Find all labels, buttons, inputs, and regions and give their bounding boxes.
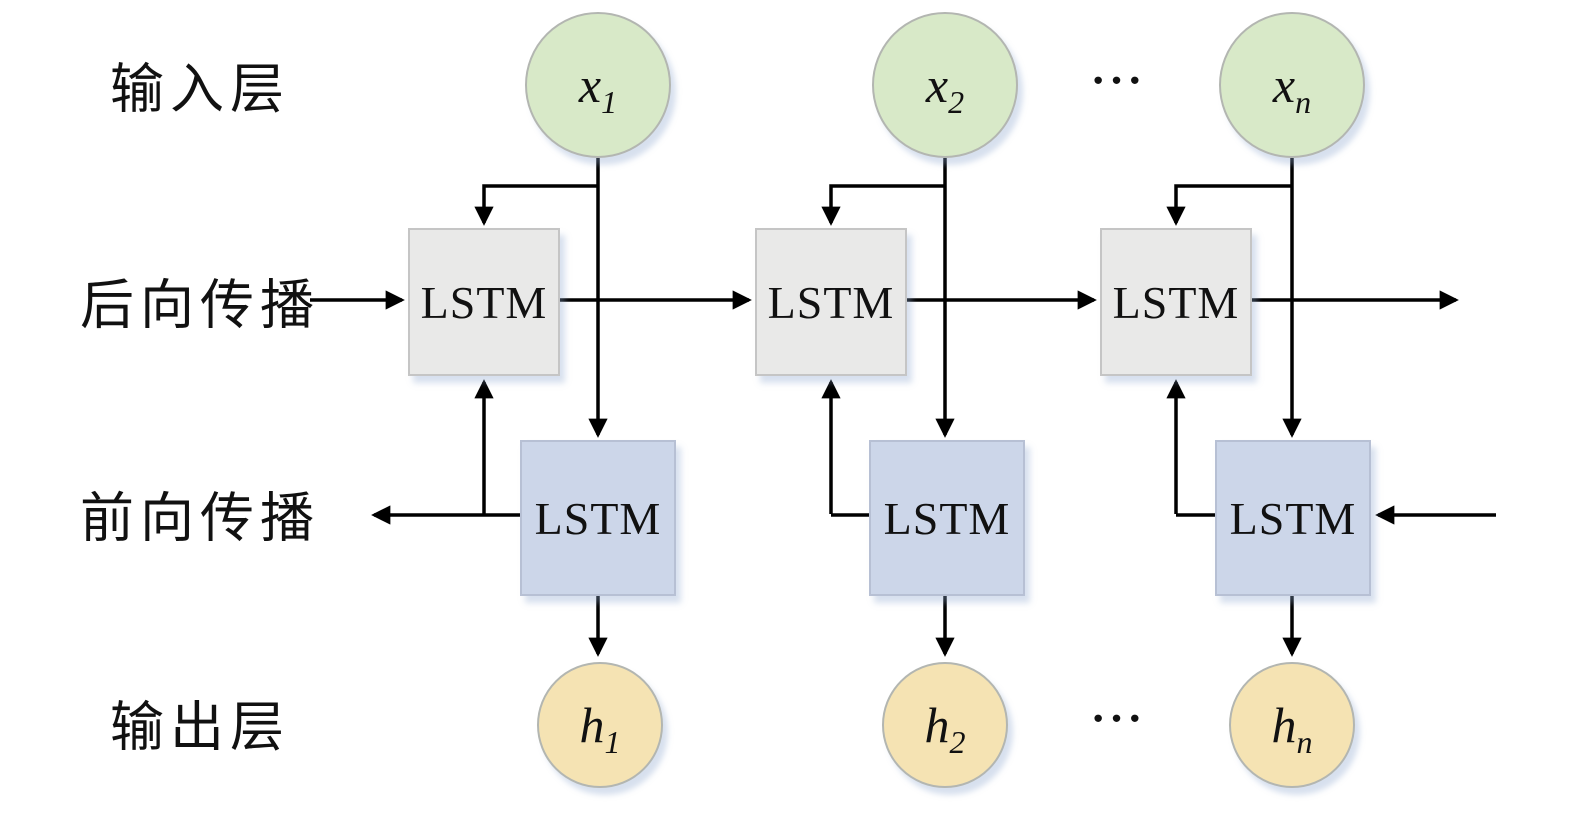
row-label-output-layer: 输出层	[110, 697, 290, 758]
input-node-xn: xn	[1219, 12, 1365, 158]
ellipsis-bottom: ···	[1090, 692, 1146, 744]
forward-lstm-cell-1: LSTM	[520, 440, 676, 596]
arrow-x2-backward	[821, 184, 945, 226]
cell-label: LSTM	[420, 276, 548, 328]
ellipsis-top: ···	[1090, 54, 1146, 106]
arrow-x1-backward	[474, 184, 598, 226]
row-label-backward-propagation: 后向传播	[80, 275, 320, 336]
node-label-x1: x1	[578, 57, 618, 121]
cell-label: LSTM	[1229, 492, 1357, 544]
cell-label: LSTM	[1112, 276, 1240, 328]
forward-lstm-cell-2: LSTM	[869, 440, 1025, 596]
arrow-xn-backward	[1166, 184, 1292, 226]
node-label-h2: h2	[924, 697, 966, 761]
forward-lstm-cell-3: LSTM	[1215, 440, 1371, 596]
input-node-x1: x1	[525, 12, 671, 158]
backward-lstm-cell-3: LSTM	[1100, 228, 1252, 376]
row-label-forward-propagation: 前向传播	[80, 488, 320, 549]
node-label-hn: hn	[1271, 697, 1313, 761]
row-label-input-layer: 输入层	[110, 59, 290, 120]
output-node-h1: h1	[537, 662, 663, 788]
cell-label: LSTM	[534, 492, 662, 544]
node-label-h1: h1	[579, 697, 621, 761]
backward-lstm-cell-1: LSTM	[408, 228, 560, 376]
output-node-h2: h2	[882, 662, 1008, 788]
cell-label: LSTM	[883, 492, 1011, 544]
backward-lstm-cell-2: LSTM	[755, 228, 907, 376]
node-label-xn: xn	[1272, 57, 1312, 121]
cell-label: LSTM	[767, 276, 895, 328]
node-label-x2: x2	[925, 57, 965, 121]
output-node-hn: hn	[1229, 662, 1355, 788]
input-node-x2: x2	[872, 12, 1018, 158]
